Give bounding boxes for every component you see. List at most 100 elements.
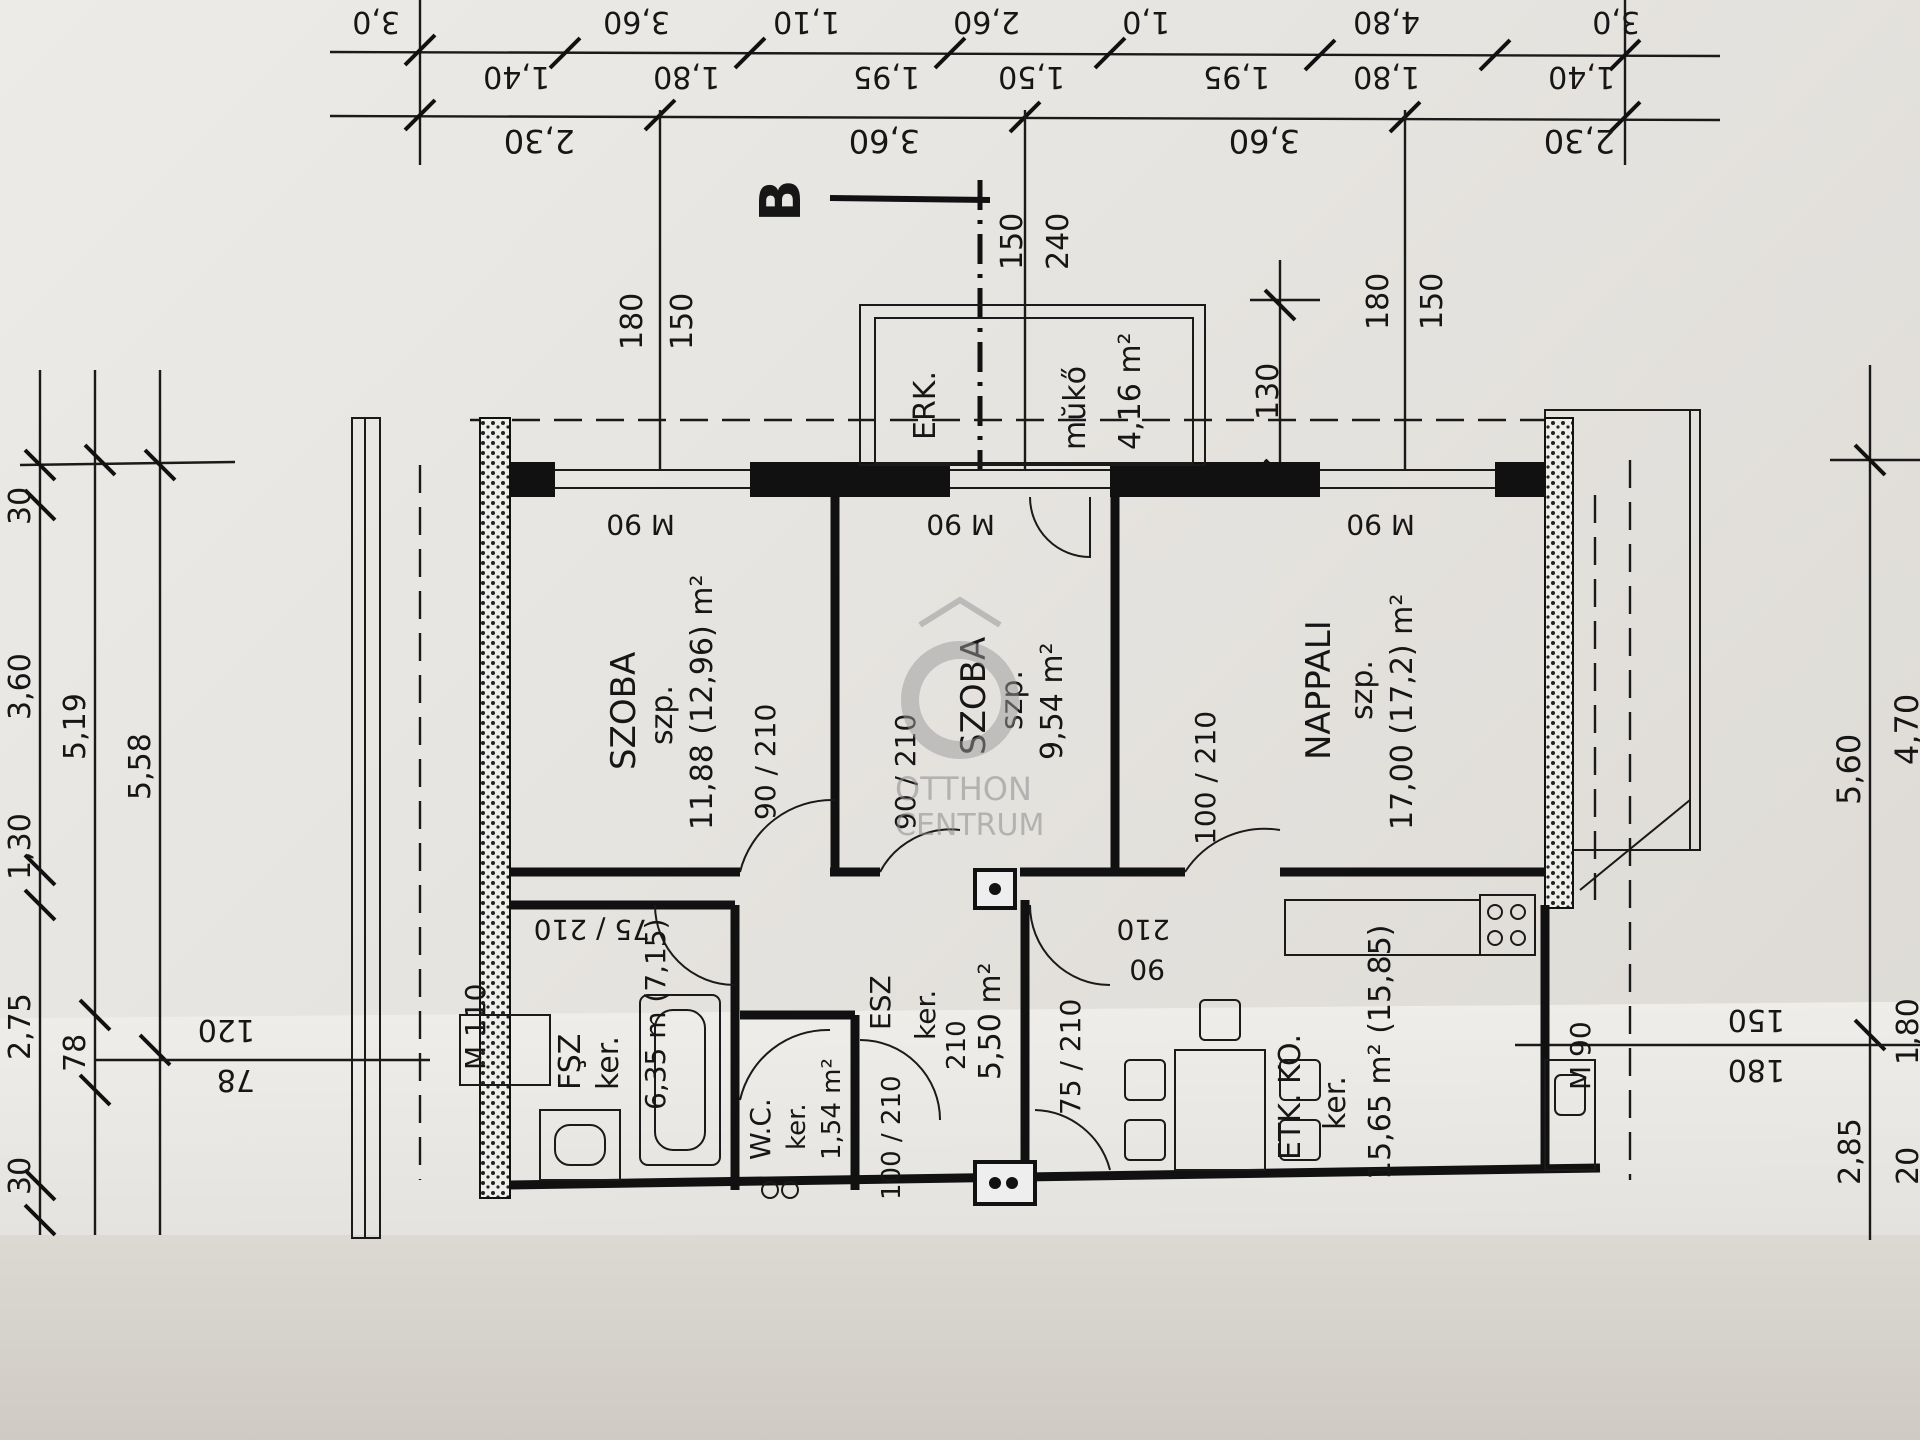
room-name: FŞZ <box>553 1034 588 1090</box>
room-type: szp. <box>1345 660 1380 720</box>
dim-label: 30 <box>3 1157 38 1195</box>
room-area: 5,50 m² <box>973 962 1008 1080</box>
balcony: ERK. mŭkő 4,16 m² <box>859 304 1206 559</box>
room-name: ESZ <box>864 975 897 1030</box>
dim-label: 130 <box>1251 363 1286 420</box>
dim-label: 1,95 <box>1203 59 1270 94</box>
room-area: 1,54 m² <box>817 1058 847 1160</box>
dim-label: 120 <box>198 1012 255 1047</box>
door-label: 90 <box>1129 953 1165 986</box>
dim-label: 4,80 <box>1353 4 1420 39</box>
left-dimension-lines <box>19 370 430 1237</box>
room-name: ETK. KO. <box>1273 1034 1308 1160</box>
dim-label: 1,50 <box>998 59 1065 94</box>
fixtures <box>459 894 1596 1199</box>
dim-label: 1,0 <box>1122 4 1170 39</box>
dim-label: 2,85 <box>1833 1118 1868 1185</box>
dim-label: 3,60 <box>603 4 670 39</box>
stove <box>1479 894 1536 956</box>
room-area: 15,65 m² (15,85) <box>1363 925 1398 1181</box>
room-area: 17,00 (17,2) m² <box>1385 594 1420 830</box>
dim-label: 3,0 <box>1592 4 1640 39</box>
window-label: M 110 <box>459 983 492 1070</box>
dim-label: 150 <box>665 293 700 350</box>
top-dimension-lines <box>329 0 1721 165</box>
exterior-outline <box>351 409 1701 1239</box>
door-label: 75 / 210 <box>534 913 650 946</box>
chimney <box>973 868 1017 910</box>
dim-label: 78 <box>217 1062 255 1097</box>
window-label: M 90 <box>1346 508 1415 541</box>
right-dim-labels: 5,60 4,70 2,85 1,80 20 150 180 <box>1728 694 1920 1185</box>
dim-label: 1,40 <box>1548 59 1615 94</box>
door-label: 100 / 210 <box>877 1075 907 1200</box>
dim-label: 30 <box>3 487 38 525</box>
right-dimension-lines <box>1515 365 1920 1240</box>
room-name: ERK. <box>908 371 943 440</box>
window-label: M 90 <box>606 508 675 541</box>
left-dim-labels: 30 3,60 1,30 2,75 30 5,19 78 5,58 120 78 <box>3 487 255 1195</box>
dim-label: 240 <box>1041 213 1076 270</box>
sink <box>1544 1059 1596 1171</box>
dim-label: 20 <box>1891 1147 1920 1185</box>
exterior-wall-left <box>479 417 511 1199</box>
dim-label: 150 <box>1728 1002 1785 1037</box>
dim-label: 150 <box>995 213 1030 270</box>
window-label: M 90 <box>926 508 995 541</box>
doors <box>654 798 1281 1171</box>
dim-label: 3,60 <box>3 653 38 720</box>
dim-label: 1,10 <box>773 4 840 39</box>
top-dim-labels: 3,0 3,60 1,10 2,60 1,0 4,80 3,0 1,40 1,8… <box>352 4 1640 160</box>
dim-label: 3,60 <box>1229 122 1300 160</box>
dim-label: 5,58 <box>123 733 158 800</box>
room-type: ker. <box>782 1103 812 1150</box>
room-area: 11,88 (12,96) m² <box>685 575 720 831</box>
vertical-dim-labels: 180 150 150 240 130 180 150 <box>615 213 1450 420</box>
section-marker: B <box>749 179 991 470</box>
chair <box>1279 1059 1321 1101</box>
vent <box>973 1160 1037 1206</box>
dim-label: 2,30 <box>1544 122 1615 160</box>
room-type: mŭkő <box>1058 366 1093 450</box>
window-frame <box>459 1014 551 1086</box>
watermark-line1: OTTHON <box>895 770 1032 808</box>
dim-label: 1,80 <box>1891 998 1920 1065</box>
dim-label: 78 <box>58 1034 93 1072</box>
room-type: ker. <box>909 990 942 1040</box>
table-surface <box>0 1235 1920 1440</box>
dim-label: 1,95 <box>853 59 920 94</box>
door-label: 210 <box>1117 913 1170 946</box>
dim-label: 5,19 <box>58 693 93 760</box>
dim-label: 2,75 <box>3 993 38 1060</box>
dim-label: 5,60 <box>1830 734 1868 805</box>
dim-label: 180 <box>615 293 650 350</box>
dim-label: 180 <box>1728 1052 1785 1087</box>
exterior-wall-right <box>1544 417 1574 909</box>
dim-label: 4,70 <box>1888 694 1920 765</box>
room-area: 6,35 m (7,15) <box>639 918 672 1110</box>
door-label: 100 / 210 <box>1189 711 1222 845</box>
door-label: 210 <box>942 1020 972 1070</box>
watermark: OTTHON CENTRUM <box>895 596 1044 843</box>
room-name: NAPPALI <box>1299 620 1339 760</box>
room-type: szp. <box>645 685 680 745</box>
watermark-line2: CENTRUM <box>895 808 1044 843</box>
bathtub <box>639 994 721 1166</box>
axis-lines <box>658 110 1407 492</box>
chair <box>1199 999 1241 1041</box>
chair <box>1279 1119 1321 1161</box>
chair <box>1124 1119 1166 1161</box>
dim-label: 2,60 <box>953 4 1020 39</box>
section-letter-b: B <box>749 179 814 222</box>
room-type: ker. <box>591 1036 626 1090</box>
room-type: ker. <box>1318 1076 1353 1130</box>
door-label: 75 / 210 <box>1054 999 1087 1115</box>
dim-label: 1,80 <box>653 59 720 94</box>
dim-label: 1,40 <box>483 59 550 94</box>
walls <box>479 417 1601 1206</box>
dim-label: 3,0 <box>352 4 400 39</box>
room-name: SZOBA <box>604 652 644 770</box>
door-label: 90 / 210 <box>749 704 782 820</box>
dim-label: 150 <box>1415 273 1450 330</box>
